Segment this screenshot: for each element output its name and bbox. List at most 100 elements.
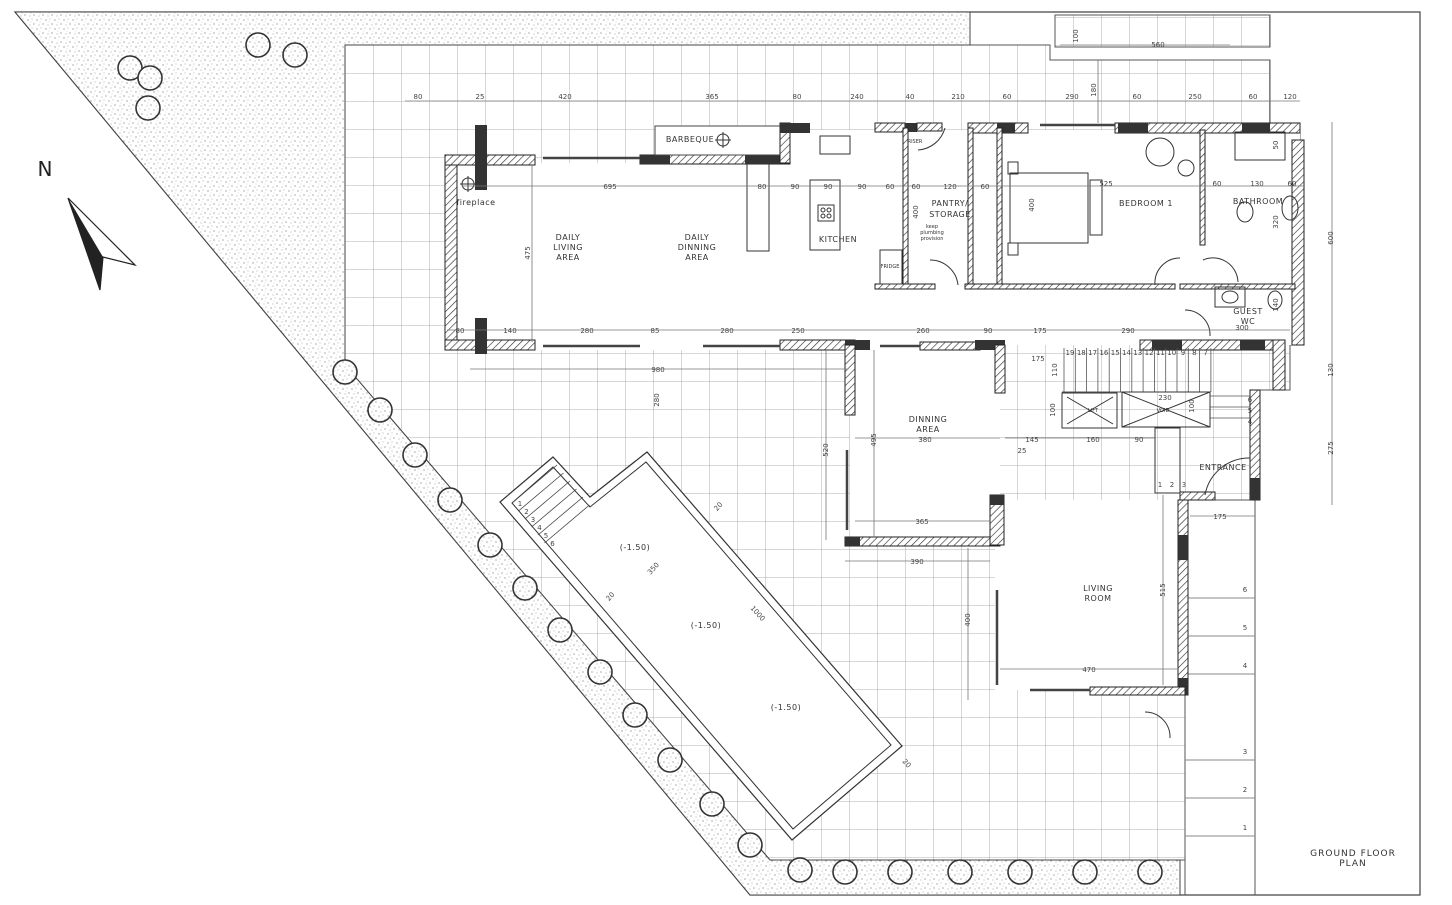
- armchair-icon: [1145, 137, 1175, 167]
- dimension-label: 695: [603, 183, 616, 191]
- shrub-icon: [737, 832, 763, 858]
- dimension-label: 100: [1049, 403, 1057, 416]
- dimension-label: 60: [1003, 93, 1012, 101]
- dimension-label: 60: [1249, 93, 1258, 101]
- dimension-label: 525: [1099, 180, 1112, 188]
- daily-living-label-2: LIVING: [553, 243, 583, 252]
- bed-icon: [1009, 172, 1089, 244]
- dimension-label: 90: [858, 183, 867, 191]
- shrub-icon: [947, 859, 973, 885]
- cooktop-icon: [817, 204, 835, 222]
- shrub-icon: [622, 702, 648, 728]
- dimension-label: 250: [791, 327, 804, 335]
- dimension-label: 60: [1288, 180, 1297, 188]
- pool-step-number: 6: [550, 540, 555, 548]
- pool-level-label: (-1.50): [620, 543, 650, 552]
- north-arrow: N: [38, 157, 137, 291]
- dimension-label: 280: [653, 393, 661, 406]
- north-label: N: [38, 157, 53, 181]
- stair-step-number: 1: [1158, 481, 1162, 489]
- dimension-label: 130: [1250, 180, 1263, 188]
- side-steps: [1184, 500, 1256, 895]
- dimension-label: 90: [824, 183, 833, 191]
- dimension-label: 60: [981, 183, 990, 191]
- dimension-label: 100: [1072, 29, 1080, 42]
- dimension-label: 80: [758, 183, 767, 191]
- stair-step-number: 17: [1088, 349, 1097, 357]
- dimension-label: 240: [850, 93, 863, 101]
- shrub-icon: [367, 397, 393, 423]
- shrub-icon: [887, 859, 913, 885]
- dimension-label: 25: [1018, 447, 1027, 455]
- dimension-label: 40: [906, 93, 915, 101]
- stair-step-number: 19: [1066, 349, 1075, 357]
- dimension-label: 60: [886, 183, 895, 191]
- dimension-label: 50: [1272, 141, 1280, 150]
- living-room-label-2: ROOM: [1084, 594, 1111, 603]
- pool-step-number: 3: [531, 516, 535, 524]
- dimension-label: 470: [1082, 666, 1095, 674]
- dimension-label: 130: [1327, 363, 1335, 376]
- shrub-icon: [1007, 859, 1033, 885]
- dimension-label: 90: [791, 183, 800, 191]
- dimension-label: 80: [414, 93, 423, 101]
- stair-step-number: 6: [1248, 396, 1253, 404]
- dimension-label: 320: [1272, 215, 1280, 228]
- daily-dinning-label-1: DAILY: [685, 233, 710, 242]
- dimension-label: 250: [1188, 93, 1201, 101]
- dimension-label: 400: [964, 613, 972, 626]
- dimension-label: 365: [705, 93, 718, 101]
- plan-title-line-1: GROUND FLOOR: [1310, 849, 1396, 859]
- sink-icon: [819, 135, 851, 155]
- shrub-icon: [512, 575, 538, 601]
- dimension-label: 175: [1031, 355, 1044, 363]
- dimension-label: 60: [912, 183, 921, 191]
- stair-step-number: 18: [1077, 349, 1086, 357]
- shrub-icon: [402, 442, 428, 468]
- shrub-icon: [437, 487, 463, 513]
- building-footprint: [455, 130, 1300, 690]
- shrub-icon: [657, 747, 683, 773]
- dimension-label: 80: [793, 93, 802, 101]
- lift-shaft: [1061, 392, 1118, 429]
- side-step-number: 3: [1243, 748, 1247, 756]
- dimension-label: 25: [476, 93, 485, 101]
- dimension-label: 275: [1327, 441, 1335, 454]
- dimension-label: 520: [822, 443, 830, 456]
- dimension-label: 85: [651, 327, 660, 335]
- stair-step-number: 5: [1248, 407, 1252, 415]
- shrub-icon: [117, 55, 143, 81]
- shrub-icon: [1137, 859, 1163, 885]
- daily-living-label-1: DAILY: [556, 233, 581, 242]
- pool-level-label: (-1.50): [771, 703, 801, 712]
- side-step-number: 5: [1243, 624, 1247, 632]
- stair-step-number: 14: [1122, 349, 1131, 357]
- dimension-label: 20: [901, 758, 913, 770]
- landscape-strip: [13, 11, 1181, 896]
- dimension-label: 100: [1188, 399, 1196, 412]
- dimension-label: 380: [918, 436, 931, 444]
- daily-dinning-label-3: AREA: [685, 253, 709, 262]
- room-labels: fireplace DAILY LIVING AREA DAILY DINNIN…: [456, 135, 1283, 712]
- dimension-label: 120: [943, 183, 956, 191]
- stair-step-number: 3: [1182, 481, 1186, 489]
- upper-steps: [1054, 14, 1271, 48]
- void-label: VOID: [1157, 408, 1170, 414]
- shrubs: [117, 32, 1163, 885]
- dimension-label: 20: [605, 591, 617, 603]
- dimension-label: 400: [912, 205, 920, 218]
- dinning-area-label-1: DINNING: [909, 415, 948, 424]
- dimension-label: 495: [870, 433, 878, 446]
- bathroom-label: BATHROOM: [1233, 197, 1283, 206]
- stair-step-number: 12: [1145, 349, 1154, 357]
- side-step-number: 2: [1243, 786, 1247, 794]
- plan-title: GROUND FLOOR PLAN: [1310, 849, 1396, 869]
- daily-living-label-3: AREA: [556, 253, 580, 262]
- swimming-pool: [499, 451, 903, 841]
- stair-step-number: 7: [1203, 349, 1207, 357]
- guest-wc-label-1: GUEST: [1233, 307, 1263, 316]
- walls: [444, 122, 1305, 696]
- dimension-label: 175: [1033, 327, 1046, 335]
